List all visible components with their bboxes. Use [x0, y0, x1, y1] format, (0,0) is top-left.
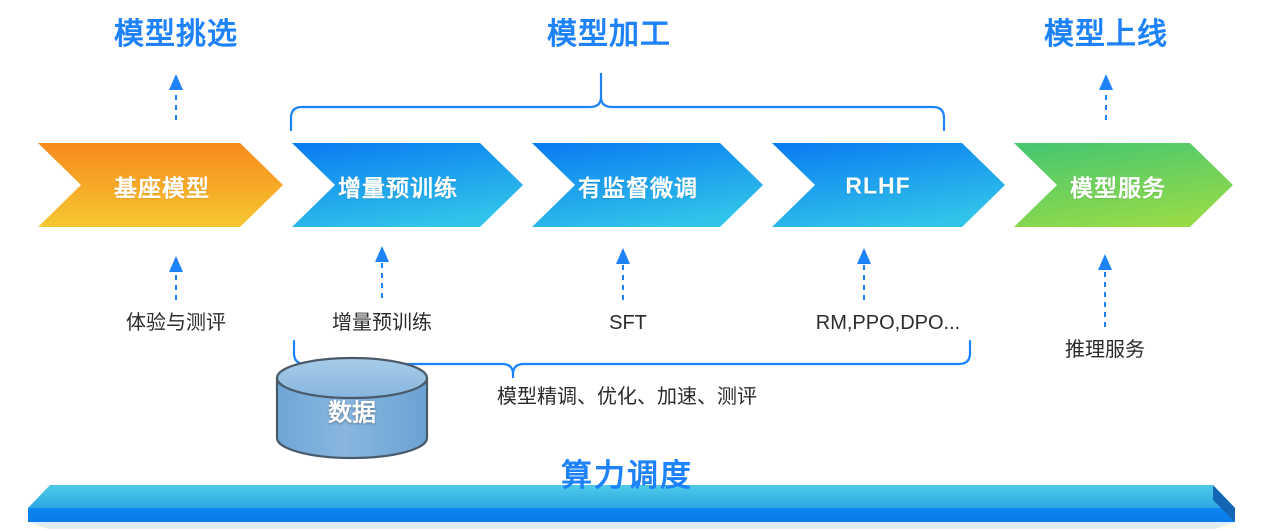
phase-title-model-launch: 模型上线 — [1044, 18, 1168, 51]
sub-label-incremental-pretraining: 增量预训练 — [332, 312, 432, 334]
chevron-stage-3 — [532, 143, 763, 227]
chevron-stage-4 — [772, 143, 1005, 227]
stage-label-incremental-pretraining[interactable]: 增量预训练 — [338, 175, 458, 201]
phase-title-model-selection: 模型挑选 — [114, 18, 238, 51]
chevron-stage-5 — [1014, 143, 1233, 227]
stage-label-rlhf[interactable]: RLHF — [845, 172, 911, 199]
database-label: 数据 — [328, 399, 376, 427]
stage-label-base-model[interactable]: 基座模型 — [114, 175, 210, 201]
chevron-stage-2 — [292, 143, 523, 227]
processing-note-label: 模型精调、优化、加速、测评 — [497, 386, 757, 408]
stage-label-supervised-finetuning[interactable]: 有监督微调 — [578, 175, 698, 201]
sub-label-rm-ppo-dpo: RM,PPO,DPO... — [815, 312, 961, 334]
sub-label-inference-service: 推理服务 — [1065, 339, 1145, 361]
sub-label-evaluation: 体验与测评 — [126, 312, 226, 334]
banner-label-compute-scheduling: 算力调度 — [561, 458, 693, 493]
sub-label-sft: SFT — [609, 312, 647, 334]
phase-title-model-processing: 模型加工 — [547, 18, 671, 51]
stage-label-model-serving[interactable]: 模型服务 — [1070, 175, 1166, 201]
chevron-stage-1 — [38, 143, 283, 227]
